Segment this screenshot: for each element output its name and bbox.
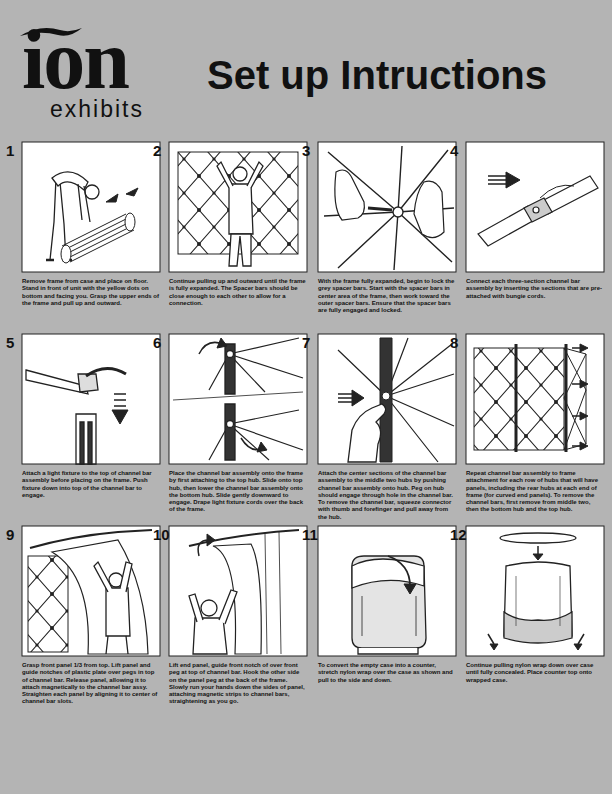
logo-word: ion [22,18,128,102]
panel-illustration [22,526,160,656]
page-title: Set up Intructions [207,52,547,98]
panel-illustration [169,526,307,656]
step-panel: Repeat channel bar assembly to frame att… [466,334,604,524]
panel-illustration [318,334,456,464]
step-caption: Place the channel bar assembly onto the … [169,470,307,514]
panel-illustration [318,526,456,656]
panel-illustration [169,334,307,464]
step-caption: Continue pulling up and outward until th… [169,278,307,307]
step-caption: Repeat channel bar assembly to frame att… [466,470,604,514]
panel-illustration [22,142,160,272]
step-number: 2 [153,142,161,159]
step-panel: Remove frame from case and place on floo… [22,142,160,332]
step-panel: Place the channel bar assembly onto the … [169,334,307,524]
panel-illustration [169,142,307,272]
step-number: 9 [6,526,14,543]
step-panel: Connect each three-section channel bar a… [466,142,604,332]
panel-illustration [318,142,456,272]
step-number: 10 [153,526,170,543]
step-panel: With the frame fully expanded, begin to … [318,142,456,332]
panel-illustration [22,334,160,464]
step-caption: Lift end panel, guide front notch of ove… [169,662,307,706]
panel-illustration [466,526,604,656]
step-caption: Continue pulling nylon wrap down over ca… [466,662,604,684]
step-number: 3 [302,142,310,159]
step-panel: Attach the center sections of the channe… [318,334,456,524]
step-caption: With the frame fully expanded, begin to … [318,278,456,314]
step-number: 6 [153,334,161,351]
step-caption: Grasp front panel 1/3 from top. Lift pan… [22,662,160,706]
step-caption: Attach the center sections of the channe… [318,470,456,521]
panel-illustration [466,142,604,272]
step-panel: Grasp front panel 1/3 from top. Lift pan… [22,526,160,716]
step-number: 7 [302,334,310,351]
step-number: 5 [6,334,14,351]
step-number: 12 [450,526,467,543]
step-number: 4 [450,142,458,159]
step-caption: Attach a light fixture to the top of cha… [22,470,160,499]
logo-subword: exhibits [50,96,144,122]
panel-illustration [466,334,604,464]
step-panel: Lift end panel, guide front notch of ove… [169,526,307,716]
step-number: 8 [450,334,458,351]
step-panel: Continue pulling nylon wrap down over ca… [466,526,604,716]
step-caption: Connect each three-section channel bar a… [466,278,604,300]
step-caption: Remove frame from case and place on floo… [22,278,160,307]
step-number: 11 [302,526,318,543]
step-caption: To convert the empty case into a counter… [318,662,456,684]
step-number: 1 [6,142,14,159]
step-panel: Attach a light fixture to the top of cha… [22,334,160,524]
step-panel: Continue pulling up and outward until th… [169,142,307,332]
step-panel: To convert the empty case into a counter… [318,526,456,716]
